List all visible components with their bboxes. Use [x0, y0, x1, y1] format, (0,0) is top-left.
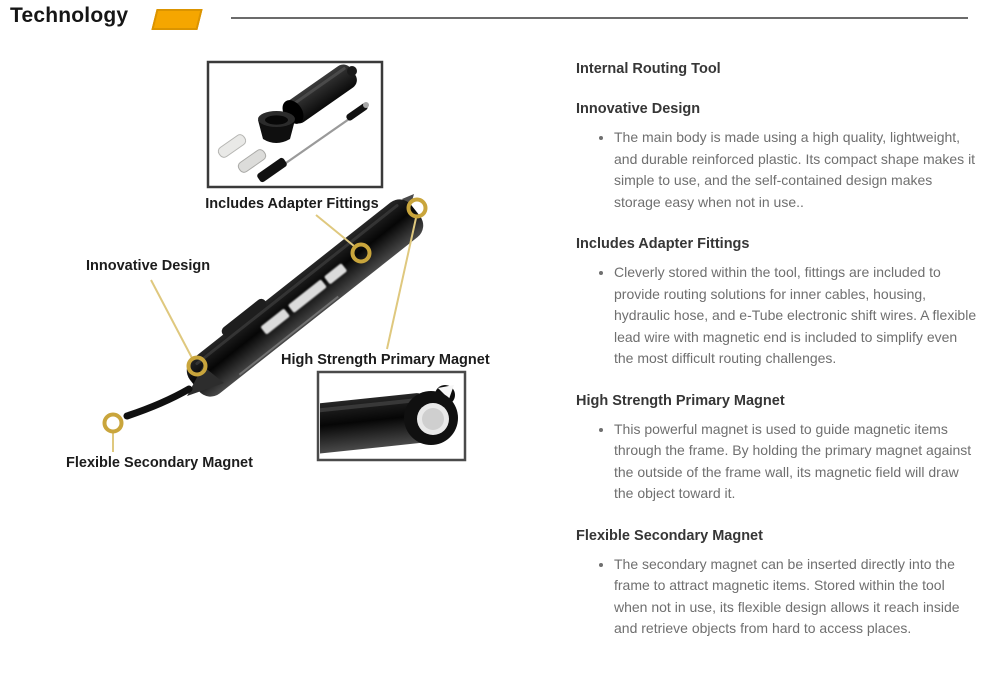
callout-lines	[112, 214, 417, 452]
callout-line-adapter	[315, 214, 355, 247]
tool-tip-cone	[187, 366, 224, 396]
section-heading-primary-magnet: High Strength Primary Magnet	[576, 392, 785, 409]
bullet-item: This powerful magnet is used to guide ma…	[614, 419, 978, 505]
callout-rings	[102, 197, 428, 434]
lead-wire-part	[257, 102, 369, 183]
magnet-closeup-inset	[316, 370, 467, 462]
secondary-magnet-wire	[123, 385, 193, 420]
callout-ring-primary-magnet	[406, 197, 428, 219]
header-rule-line	[231, 17, 968, 19]
lanyard-hole	[438, 385, 454, 399]
section-bullets: The main body is made using a high quali…	[576, 127, 978, 213]
callout-ring-secondary-magnet	[102, 412, 124, 434]
callout-line-innovative	[150, 279, 193, 359]
diagram-label-adapter-fittings: Includes Adapter Fittings	[205, 196, 379, 212]
section-bullets: Cleverly stored within the tool, fitting…	[576, 262, 978, 370]
section-heading-innovative-design: Innovative Design	[576, 101, 701, 117]
bullet-item: Cleverly stored within the tool, fitting…	[614, 262, 978, 370]
diagram-label-primary-magnet: High Strength Primary Magnet	[281, 352, 490, 368]
routing-tool-diagram	[102, 60, 467, 462]
content-title: Internal Routing Tool	[576, 61, 721, 77]
adapter-part	[237, 149, 267, 173]
feature-text-column: Internal Routing Tool Innovative Design …	[576, 60, 978, 640]
section-bullets: This powerful magnet is used to guide ma…	[576, 419, 978, 505]
diagram-label-innovative-design: Innovative Design	[86, 258, 211, 274]
routing-tool-body	[123, 194, 424, 420]
page-title: Technology	[10, 4, 129, 27]
callout-line-primary	[386, 217, 417, 350]
callout-ring-innovative	[186, 355, 208, 377]
diagram-label-secondary-magnet: Flexible Secondary Magnet	[66, 455, 253, 471]
section-bullets: The secondary magnet can be inserted dir…	[576, 554, 978, 640]
adapter-part	[217, 134, 247, 158]
callout-ring-adapter	[350, 242, 372, 264]
brand-marking	[261, 263, 347, 334]
pocket-clip	[221, 298, 267, 337]
bullet-item: The secondary magnet can be inserted dir…	[614, 554, 978, 640]
section-heading-secondary-magnet: Flexible Secondary Magnet	[576, 527, 763, 544]
bullet-item: The main body is made using a high quali…	[614, 127, 978, 213]
cone-cap-part	[258, 111, 295, 143]
sleeve-part	[285, 64, 357, 124]
adapter-fittings-inset	[206, 60, 384, 189]
section-heading-adapter-fittings: Includes Adapter Fittings	[576, 236, 750, 252]
